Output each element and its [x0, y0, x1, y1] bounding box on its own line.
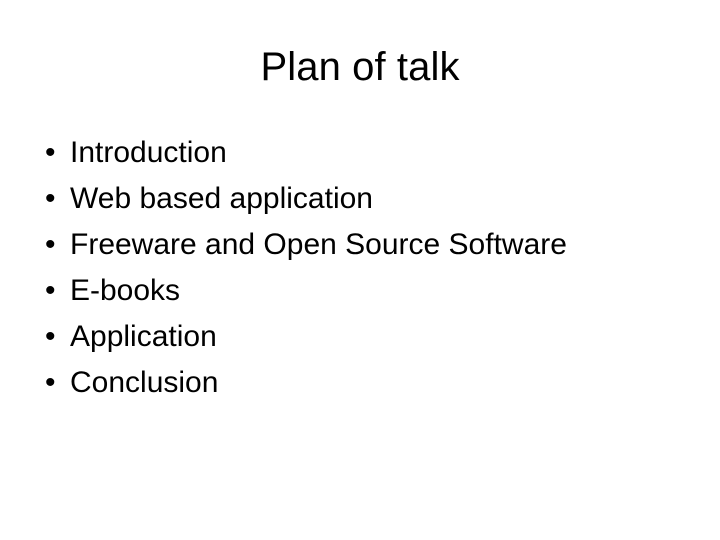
bullet-point-icon: • — [45, 182, 56, 215]
bullet-list: • Introduction • Web based application •… — [40, 130, 700, 406]
page-title: Plan of talk — [260, 45, 460, 89]
bullet-point-icon: • — [45, 228, 56, 261]
bullet-point-icon: • — [45, 320, 56, 353]
list-item: • Freeware and Open Source Software — [40, 222, 700, 268]
list-item: • Application — [40, 314, 700, 360]
list-item-label: Web based application — [70, 182, 373, 215]
list-item: • Web based application — [40, 176, 700, 222]
list-item: • Introduction — [40, 130, 700, 176]
list-item: • Conclusion — [40, 360, 700, 406]
list-item: • E-books — [40, 268, 700, 314]
bullet-point-icon: • — [45, 136, 56, 169]
list-item-label: Conclusion — [70, 366, 219, 399]
list-item-label: Introduction — [70, 136, 227, 169]
list-item-label: Application — [70, 320, 217, 353]
bullet-point-icon: • — [45, 366, 56, 399]
bullet-point-icon: • — [45, 274, 56, 307]
list-item-label: Freeware and Open Source Software — [70, 228, 567, 261]
list-item-label: E-books — [70, 274, 181, 307]
